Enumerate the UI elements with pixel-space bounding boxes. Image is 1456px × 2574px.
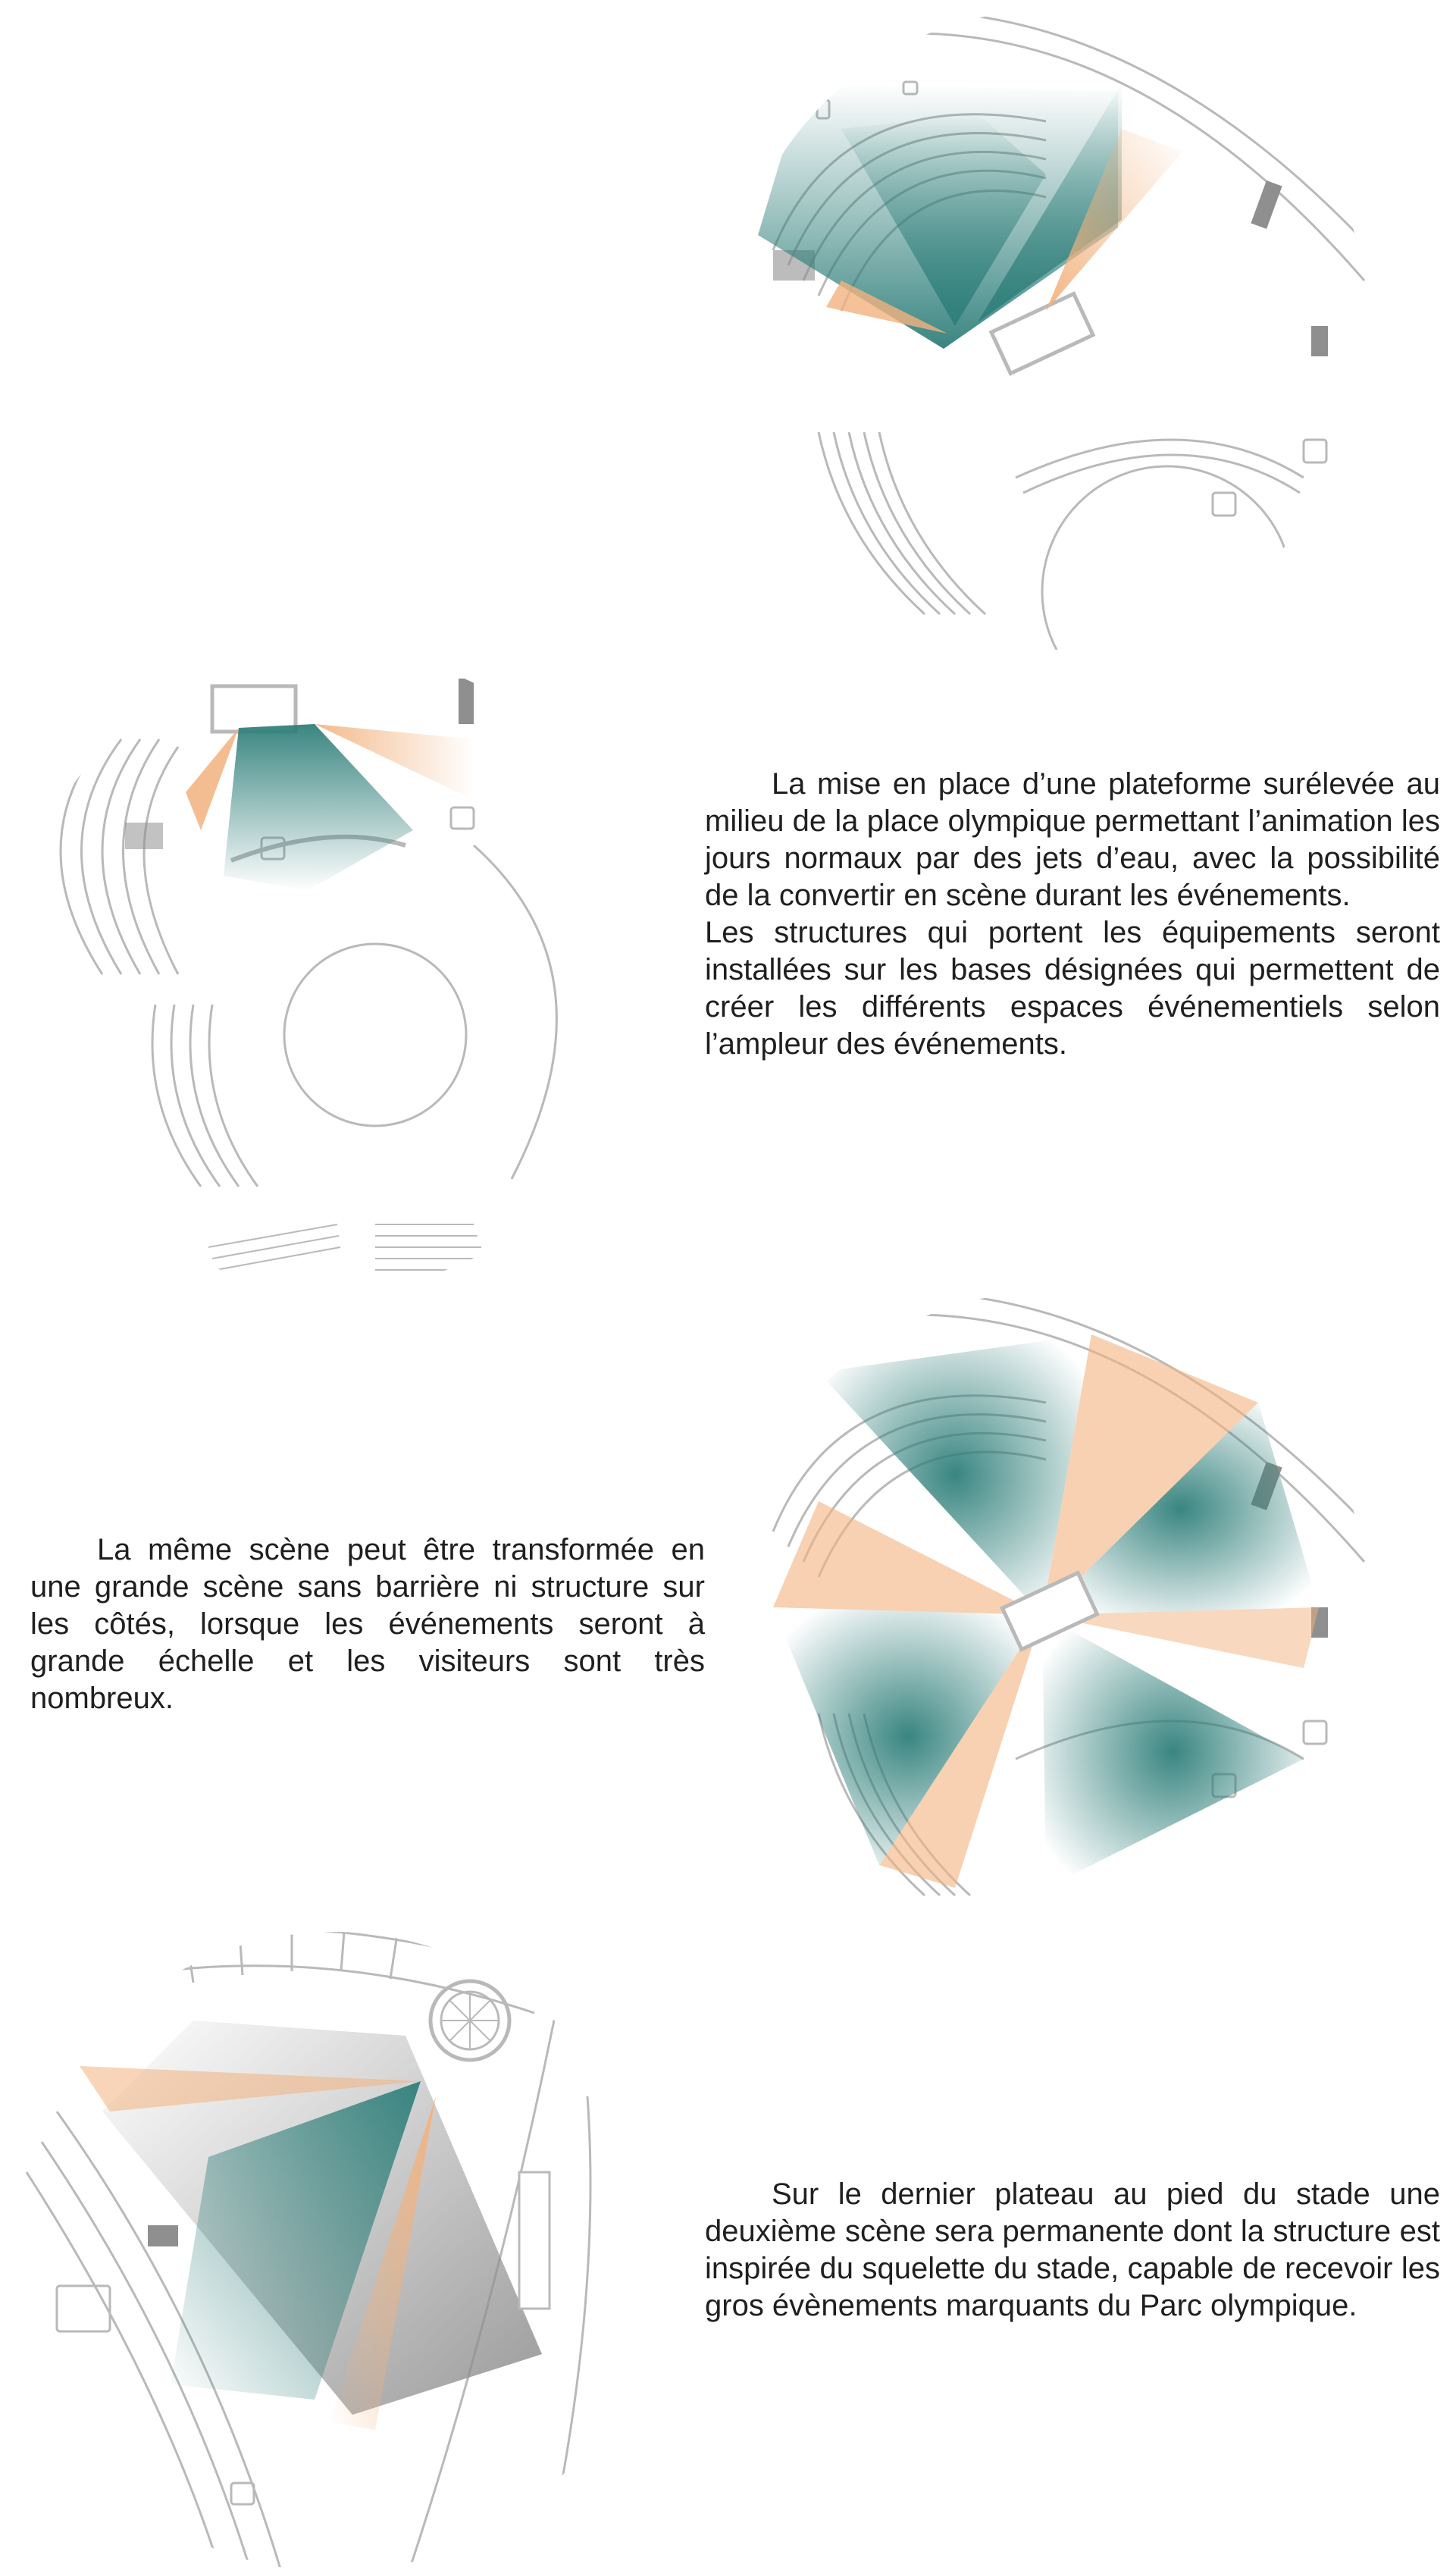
plan-illustration-2 bbox=[11, 648, 656, 1293]
paragraph-big-stage-line-1: La même scène peut être transformée en u… bbox=[30, 1533, 705, 1715]
paragraph-platform-line-2: Les structures qui portent les équipemen… bbox=[705, 916, 1440, 1061]
plan-illustration-3 bbox=[728, 1289, 1372, 1933]
site-plan-stage-2 bbox=[14, 651, 653, 1290]
paragraph-big-stage: La même scène peut être transformée en u… bbox=[30, 1532, 705, 1717]
site-plan-stage-3 bbox=[730, 1291, 1370, 1931]
plan-illustration-4 bbox=[11, 1930, 656, 2574]
paragraph-permanent-stage: Sur le dernier plateau au pied du stade … bbox=[705, 2176, 1440, 2325]
paragraph-permanent-stage-line-1: Sur le dernier plateau au pied du stade … bbox=[705, 2177, 1440, 2322]
site-plan-stage-4 bbox=[14, 1932, 653, 2572]
plan-illustration-1 bbox=[728, 8, 1372, 652]
paragraph-platform: La mise en place d’une plateforme suréle… bbox=[705, 766, 1440, 1063]
site-plan-stage-1 bbox=[730, 10, 1370, 650]
paragraph-platform-line-1: La mise en place d’une plateforme suréle… bbox=[705, 767, 1440, 912]
